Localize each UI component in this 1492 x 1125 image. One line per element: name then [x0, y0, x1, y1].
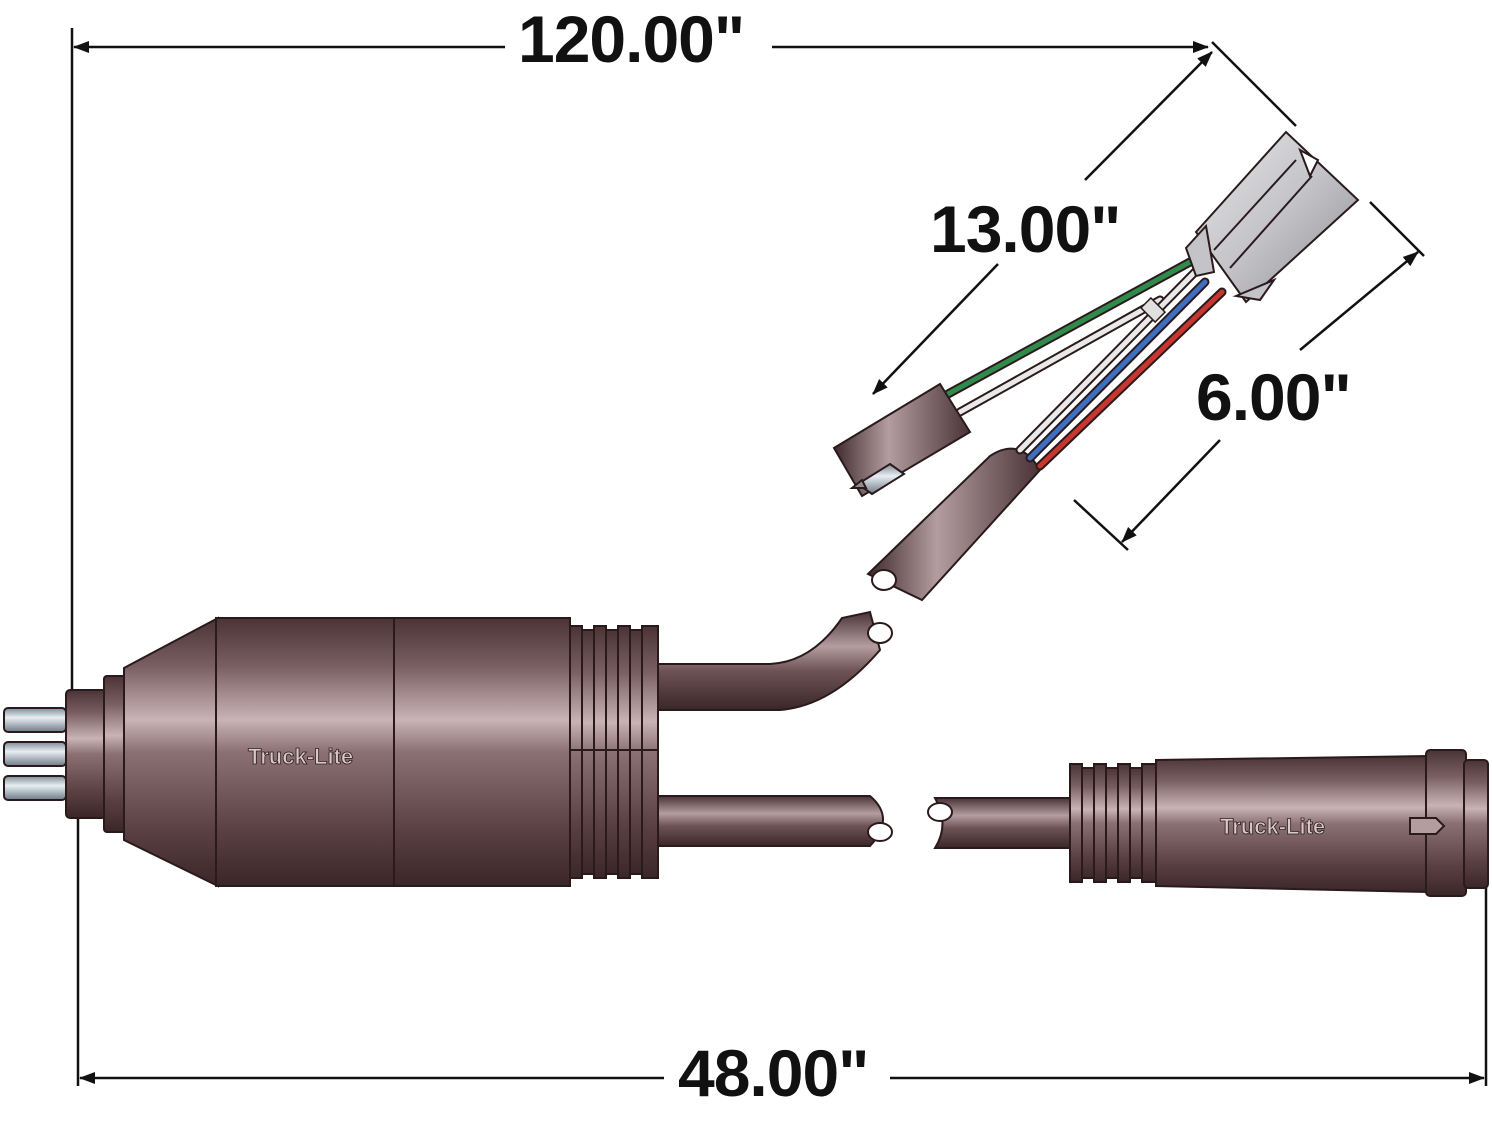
- wire-marker: [1139, 296, 1167, 324]
- socket-tab: [1409, 817, 1446, 835]
- plug-body-front: [215, 617, 395, 887]
- pigtail-terminal: [856, 462, 906, 496]
- plug-collar: [103, 675, 127, 833]
- dimension-breakout-length: 6.00": [1196, 360, 1352, 434]
- main-plug: [3, 616, 659, 888]
- dimension-overall-length: 120.00": [512, 6, 751, 72]
- dimension-lower-length: 48.00": [672, 1040, 875, 1106]
- extension-line-6-top: [1369, 201, 1425, 257]
- socket-end-cap: [1463, 759, 1489, 889]
- logo-right: Truck-Lite: [1220, 814, 1325, 839]
- plug-body-rear: [393, 617, 571, 887]
- wires: [943, 257, 1227, 471]
- extension-line-6-bottom: [1073, 499, 1129, 551]
- dim-line-13-upper: [1084, 51, 1213, 181]
- plug-ribs: [569, 625, 659, 879]
- socket-connector: [1069, 749, 1489, 897]
- extension-line-connector: [1211, 41, 1297, 127]
- plug-pin: [3, 741, 67, 767]
- dim-line-6-lower: [1121, 439, 1221, 543]
- plug-cone: [123, 616, 219, 888]
- lower-cable: [657, 795, 1071, 849]
- dimension-branch-length: 13.00": [930, 192, 1121, 266]
- pigtail-connector: [832, 382, 972, 498]
- socket-ribs: [1069, 763, 1157, 883]
- dim-line-6-upper: [1299, 251, 1419, 351]
- gray-connector: [1184, 130, 1360, 304]
- plug-nose: [65, 689, 107, 819]
- plug-pin: [3, 775, 67, 801]
- logo-left: Truck-Lite: [248, 744, 353, 769]
- plug-pin: [3, 707, 67, 733]
- upper-cable: [657, 610, 893, 711]
- dim-line-13-lower: [872, 263, 999, 395]
